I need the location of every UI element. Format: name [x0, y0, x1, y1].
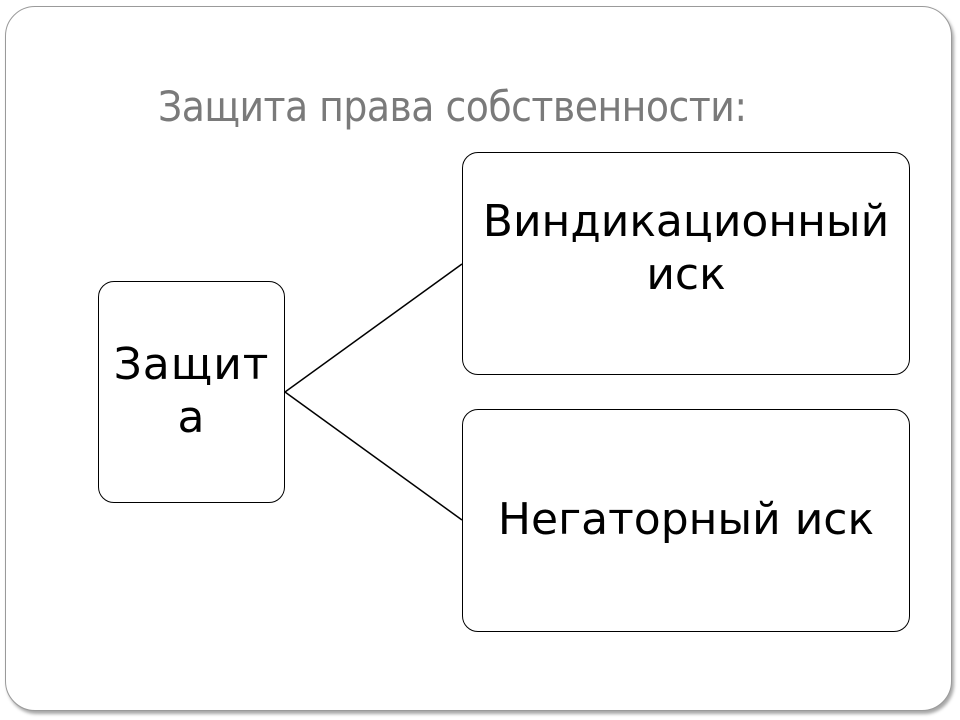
root-node-protection: Защита: [98, 281, 285, 503]
negatory-claim-label: Негаторный иск: [497, 494, 875, 546]
root-node-label: Защита: [113, 339, 270, 443]
vindication-claim-label: Виндикационный иск: [482, 195, 890, 300]
child-node-negatory-claim: Негаторный иск: [462, 409, 910, 632]
slide-title: Защита права собственности:: [158, 82, 747, 131]
child-node-vindication-claim: Виндикационный иск: [462, 152, 910, 375]
